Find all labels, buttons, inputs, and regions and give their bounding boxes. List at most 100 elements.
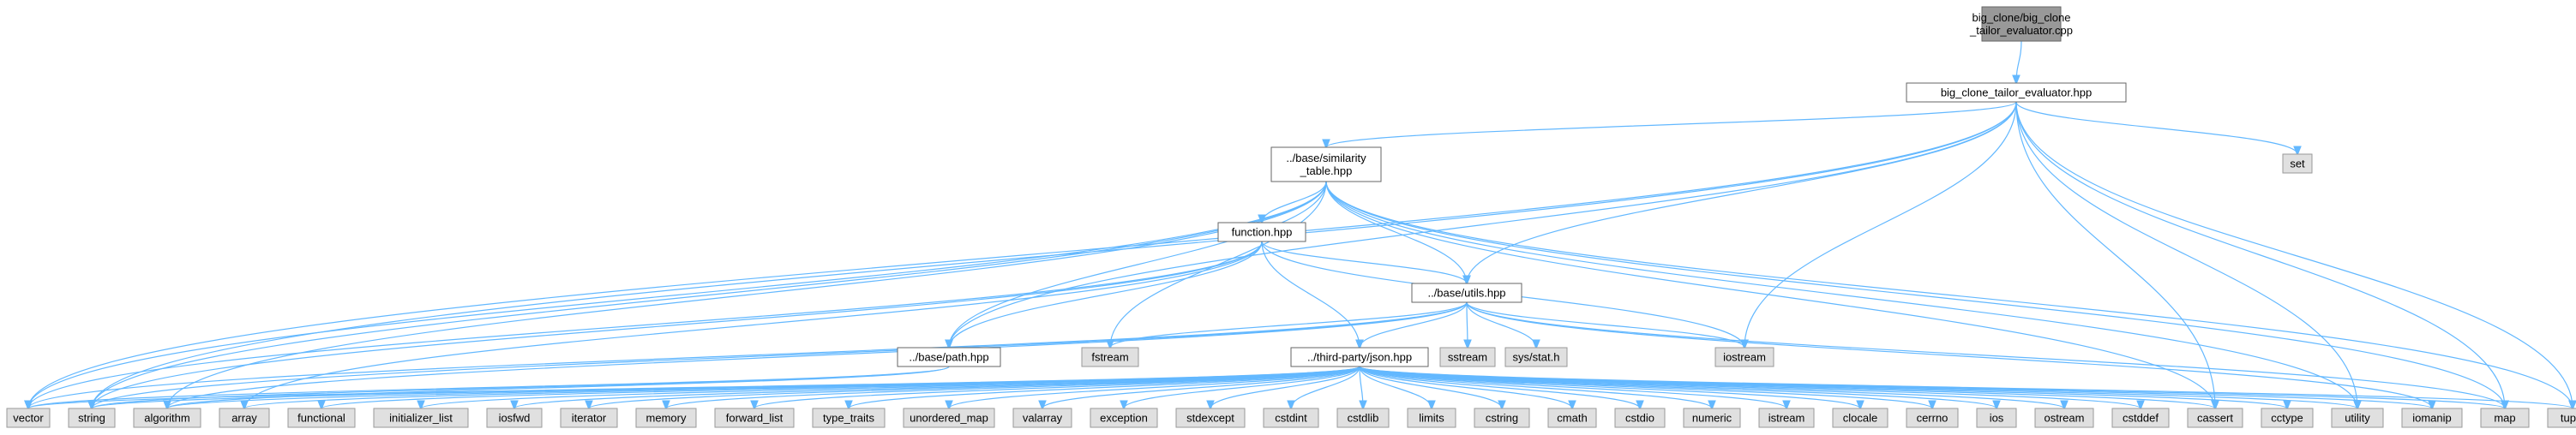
edge-json-to-cmath (1359, 366, 1572, 408)
node-label: cassert (2197, 412, 2233, 425)
node-box (1981, 6, 2062, 42)
node-vector: vector (6, 408, 51, 428)
node-cstdio: cstdio (1614, 408, 1666, 428)
edge-json-to-cassert (1359, 366, 2215, 408)
node-label: cstdint (1275, 412, 1307, 425)
node-stdexcept: stdexcept (1175, 408, 1246, 428)
node-unordered_map: unordered_map (903, 408, 995, 428)
node-label: cstdio (1625, 412, 1654, 425)
node-simtable[interactable]: ../base/similarity_table.hpp (1270, 146, 1382, 182)
edge-utils-to-sstream (1467, 301, 1468, 348)
node-path[interactable]: ../base/path.hpp (897, 347, 1001, 367)
node-box (1683, 408, 1741, 428)
edge-json-to-iosfwd (514, 366, 1360, 408)
node-box (812, 408, 886, 428)
edge-simtable-to-map (1325, 181, 2505, 408)
node-label: cmath (1557, 412, 1587, 425)
node-istream: istream (1758, 408, 1815, 428)
edge-function-to-utils (1261, 241, 1467, 283)
node-memory: memory (635, 408, 697, 428)
node-label: functional (297, 412, 345, 425)
node-cstddef: cstddef (2111, 408, 2170, 428)
edge-utils-to-map (1466, 301, 2505, 408)
node-box (2282, 153, 2313, 174)
node-box (1217, 222, 1306, 242)
node-map: map (2480, 408, 2530, 428)
node-label: function.hpp (1232, 226, 1293, 239)
node-label: array (231, 412, 257, 425)
node-sstream: sstream (1439, 347, 1496, 367)
node-label: sys/stat.h (1513, 351, 1560, 364)
node-box (1081, 347, 1139, 367)
node-box (1090, 408, 1158, 428)
node-box (6, 408, 51, 428)
node-label: ios (1990, 412, 2004, 425)
node-cstdlib: cstdlib (1336, 408, 1390, 428)
node-box (1832, 408, 1888, 428)
node-box (1504, 347, 1568, 367)
node-box (1474, 408, 1530, 428)
node-set: set (2282, 153, 2313, 174)
node-label: algorithm (144, 412, 189, 425)
edge-json-to-stdexcept (1210, 366, 1360, 408)
edge-bcte-to-set (2015, 101, 2297, 154)
edge-utils-to-json (1360, 301, 1468, 348)
edge-json-to-cstring (1359, 366, 1502, 408)
edge-simtable-to-tuple (1325, 181, 2573, 408)
node-box (1614, 408, 1666, 428)
node-ostream: ostream (2034, 408, 2094, 428)
node-label: cstddef (2123, 412, 2159, 425)
node-box (1906, 82, 2127, 103)
node-box (133, 408, 201, 428)
edge-json-to-unordered_map (949, 366, 1360, 408)
node-box (1547, 408, 1597, 428)
edge-json-to-exception (1124, 366, 1360, 408)
node-label: set (2290, 158, 2305, 170)
edge-json-to-forward_list (754, 366, 1360, 408)
node-box (560, 408, 618, 428)
node-box (714, 408, 795, 428)
node-label: string (78, 412, 105, 425)
edge-function-to-vector (28, 241, 1263, 408)
node-function[interactable]: function.hpp (1217, 222, 1306, 242)
node-label: sstream (1448, 351, 1487, 364)
node-json[interactable]: ../third-party/json.hpp (1290, 347, 1429, 367)
node-box (1270, 146, 1382, 182)
node-label: clocale (1843, 412, 1877, 425)
node-box (1175, 408, 1246, 428)
edge-json-to-cstdio (1359, 366, 1640, 408)
edge-json-to-type_traits (849, 366, 1360, 408)
node-cstring: cstring (1474, 408, 1530, 428)
node-iosfwd: iosfwd (486, 408, 543, 428)
node-box (1290, 347, 1429, 367)
edge-simtable-to-string (92, 181, 1327, 408)
edge-simtable-to-vector (28, 181, 1327, 408)
edge-utils-to-algorithm (167, 301, 1468, 408)
edge-json-to-tuple (1359, 366, 2573, 408)
node-sysstat: sys/stat.h (1504, 347, 1568, 367)
node-label: utility (2345, 412, 2370, 425)
node-box (1714, 347, 1774, 367)
node-box (2547, 408, 2576, 428)
node-box (897, 347, 1001, 367)
node-box (1407, 408, 1456, 428)
node-box (635, 408, 697, 428)
node-label: stdexcept (1186, 412, 1234, 425)
node-box (2187, 408, 2243, 428)
node-utils[interactable]: ../base/utils.hpp (1411, 283, 1522, 303)
node-box (1976, 408, 2017, 428)
node-bcte[interactable]: big_clone_tailor_evaluator.hpp (1906, 82, 2127, 103)
node-box (219, 408, 270, 428)
edge-utils-to-string (92, 301, 1468, 408)
node-string: string (68, 408, 116, 428)
node-box (1906, 408, 1959, 428)
edge-json-to-memory (666, 366, 1360, 408)
node-root[interactable]: big_clone/big_clone_tailor_evaluator.cpp (1969, 6, 2073, 42)
node-cassert: cassert (2187, 408, 2243, 428)
node-box (1758, 408, 1815, 428)
edge-bcte-to-tuple (2015, 101, 2573, 408)
node-clocale: clocale (1832, 408, 1888, 428)
edge-function-to-path (949, 241, 1263, 348)
node-array: array (219, 408, 270, 428)
node-box (486, 408, 543, 428)
